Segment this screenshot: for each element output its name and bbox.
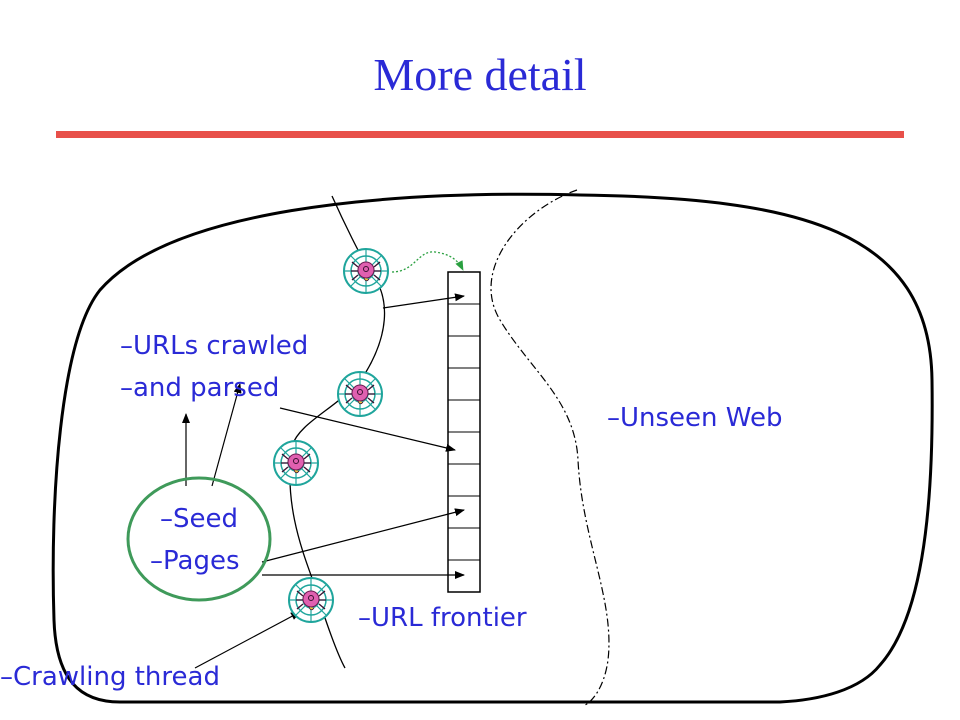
page-title: More detail: [373, 49, 587, 100]
label-url-frontier: –URL frontier: [358, 603, 527, 633]
title-divider: [56, 131, 904, 138]
label-pages: –Pages: [150, 546, 240, 576]
spider-web-icon: [343, 248, 389, 294]
label-unseen-web: –Unseen Web: [607, 403, 783, 433]
unseen-web-boundary: [490, 189, 610, 706]
url-frontier-queue: [447, 271, 481, 593]
seed-arrow: [211, 383, 242, 487]
seed-pages-ellipse: [126, 476, 272, 602]
label-seed: –Seed: [160, 504, 238, 534]
label-and-parsed: –and parsed: [120, 373, 280, 403]
spider-web-icon: [273, 440, 319, 486]
enqueue-arrow: [279, 407, 456, 452]
web-boundary: [51, 192, 934, 704]
thread-pointer-arrow: [194, 611, 301, 669]
label-urls-crawled: –URLs crawled: [120, 331, 309, 361]
label-crawling-thread: –Crawling thread: [0, 662, 220, 692]
enqueue-arrow: [382, 293, 465, 309]
spider-web-icon: [288, 577, 334, 623]
spider-web-icon: [337, 371, 383, 417]
enqueue-arrow: [261, 508, 465, 563]
dequeue-arrow: [391, 251, 464, 273]
